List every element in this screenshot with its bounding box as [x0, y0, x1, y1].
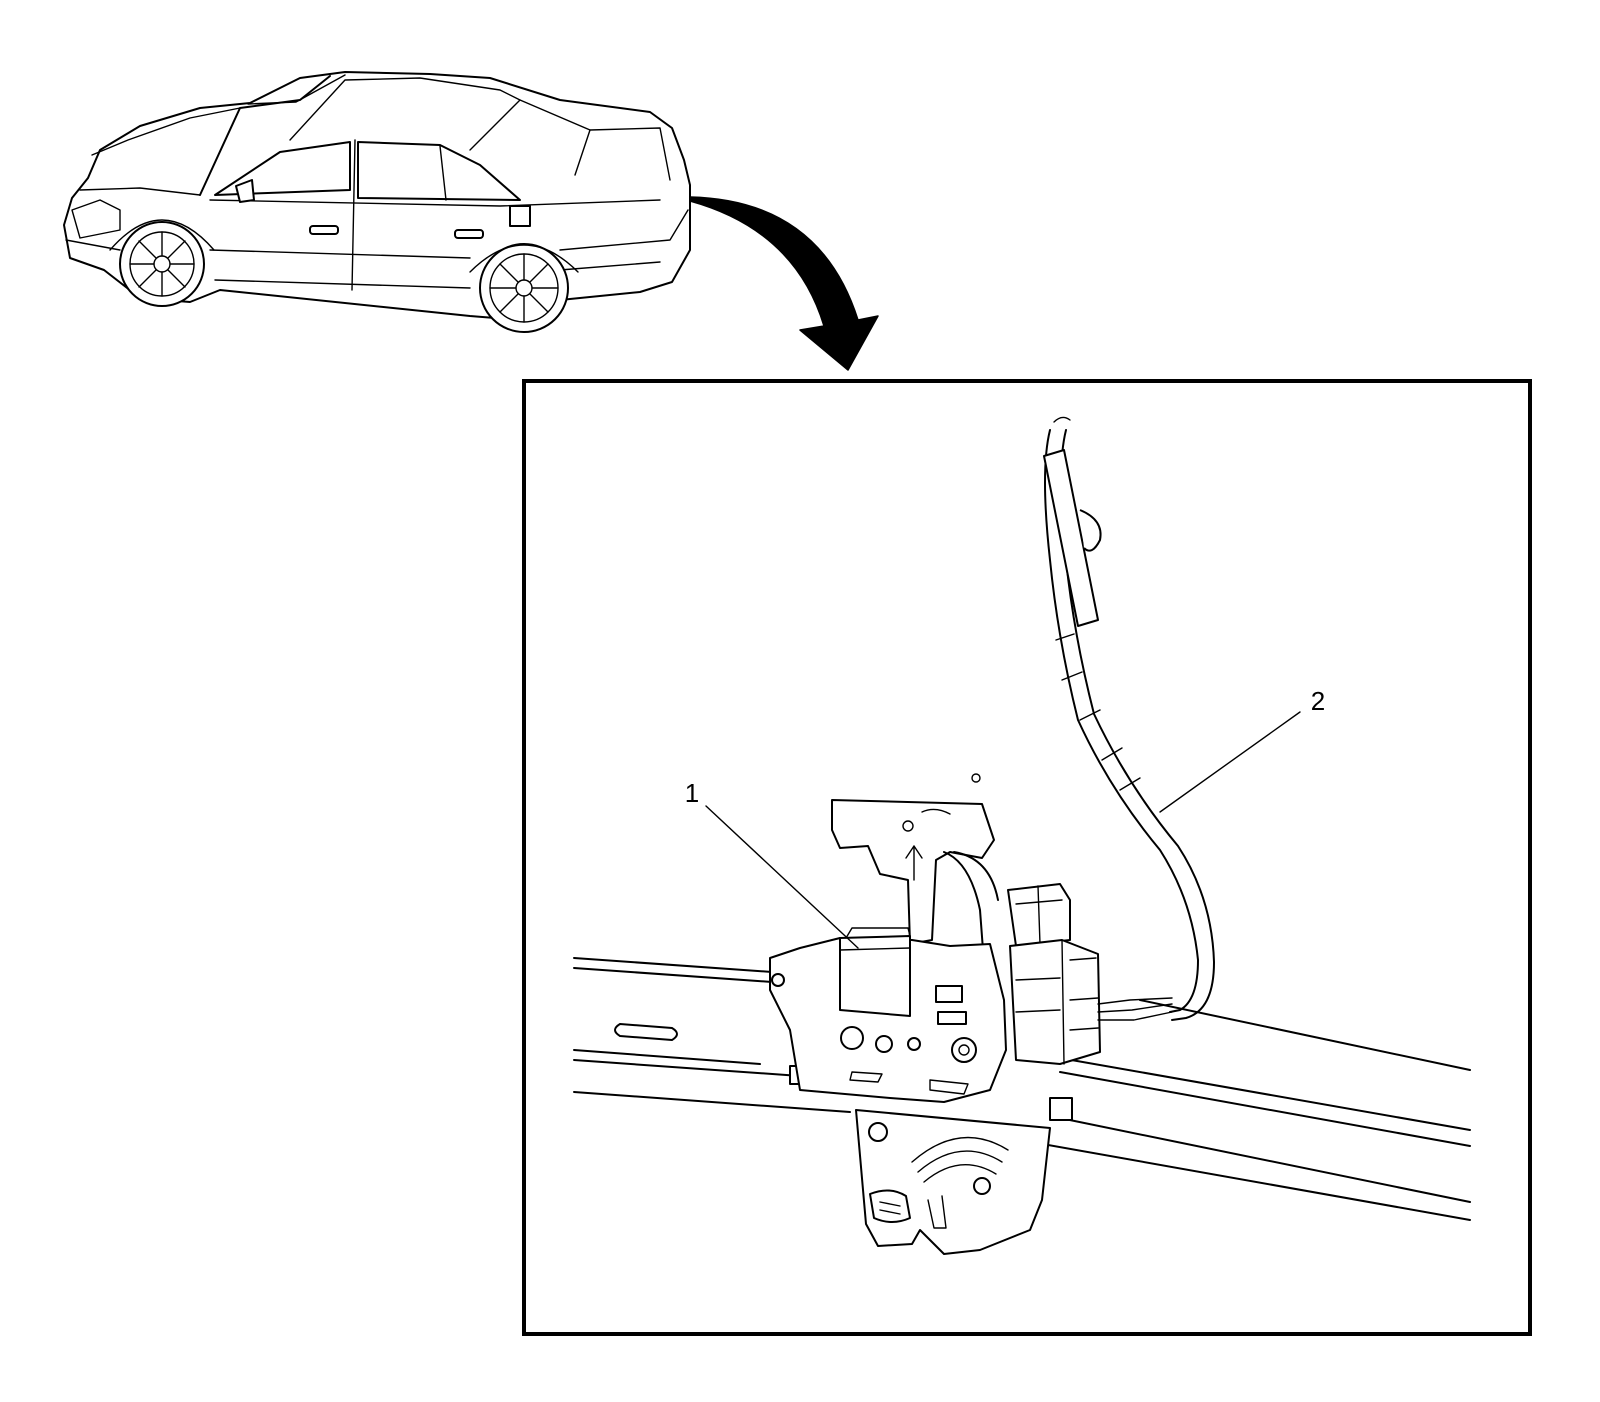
rear-panel-rails	[573, 957, 1471, 1221]
release-cable	[1043, 416, 1215, 1021]
latch-connector	[1007, 883, 1173, 1065]
callout-1: 1	[685, 778, 859, 949]
trunk-lid-latch	[769, 773, 1051, 1255]
callout-2-label: 2	[1311, 686, 1325, 716]
callout-1-label: 1	[685, 778, 699, 808]
detail-frame	[522, 379, 1532, 1336]
latch-detail-view	[573, 416, 1471, 1255]
vehicle-overview	[63, 71, 691, 333]
detail-pointer-arrow	[689, 196, 879, 371]
callout-2: 2	[1159, 686, 1325, 813]
